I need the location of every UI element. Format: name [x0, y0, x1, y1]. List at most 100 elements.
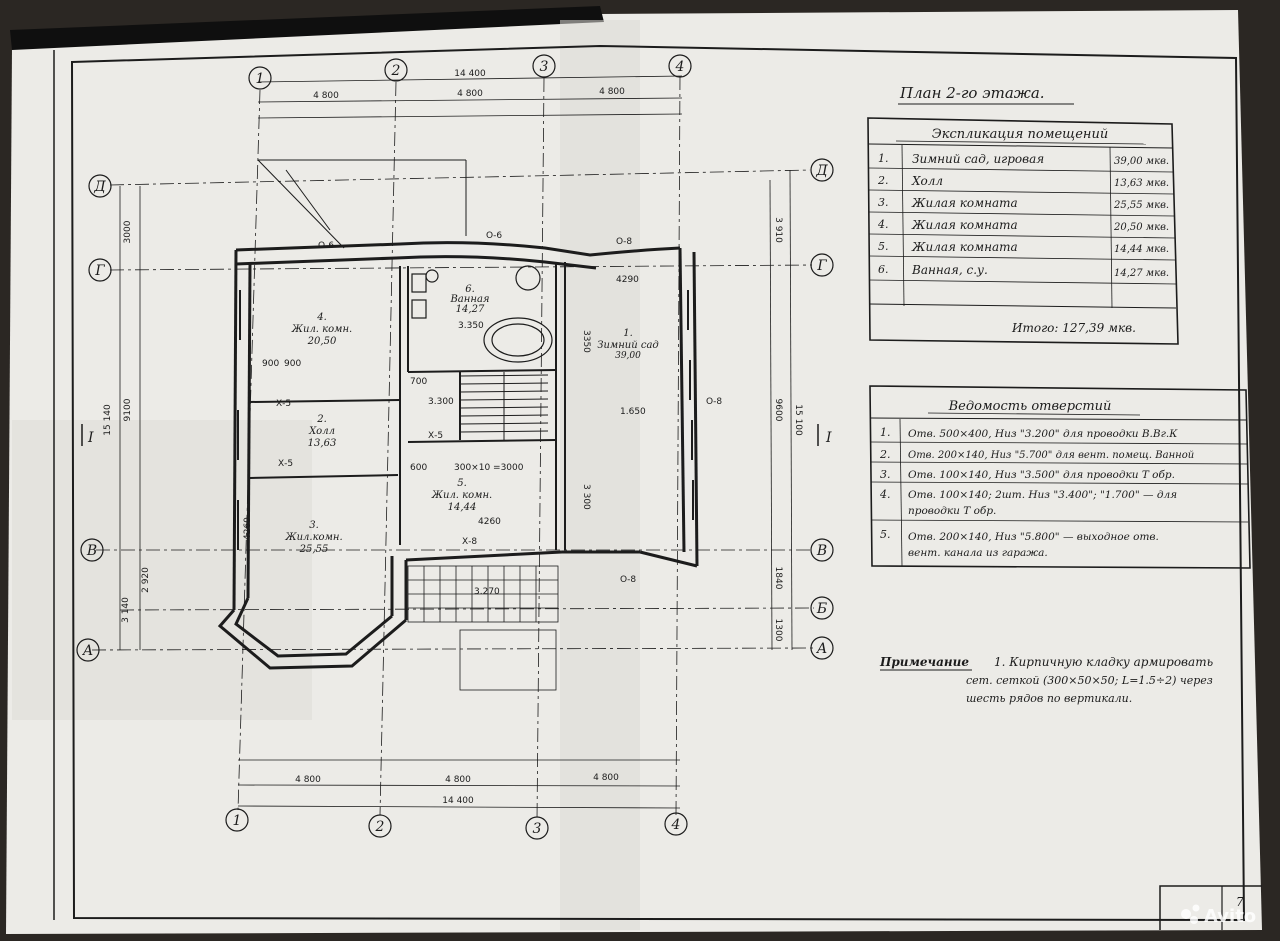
- axis-bubble-top-3: 3: [532, 54, 556, 78]
- dim-bottom-total: 14 400: [442, 796, 474, 806]
- room-3: 3. Жил.комн. 25,55: [284, 520, 342, 555]
- svg-text:Отв. 200×140, Низ "5.800" — вы: Отв. 200×140, Низ "5.800" — выходное отв…: [908, 531, 1159, 543]
- openings-row-2: 2. Отв. 200×140, Низ "5.700" для вент. п…: [879, 448, 1194, 461]
- svg-text:Д: Д: [93, 179, 106, 195]
- garden-windows: [237, 290, 694, 550]
- svg-text:13,63: 13,63: [308, 438, 337, 449]
- svg-text:3.: 3.: [309, 520, 319, 531]
- svg-text:Холл: Холл: [911, 174, 943, 188]
- svg-text:I: I: [87, 430, 94, 446]
- svg-text:1: 1: [233, 813, 242, 829]
- svg-text:Отв. 100×140; 2шт. Низ "3.400": Отв. 100×140; 2шт. Низ "3.400"; "1.700" …: [908, 489, 1177, 501]
- svg-text:Avito: Avito: [1204, 906, 1256, 927]
- lintel-mark-9: Х-8: [462, 537, 477, 547]
- explication-row-6: 6. Ванная, с.у. 14,27 мкв.: [878, 263, 1169, 279]
- dim-bottom-2: 4 800: [445, 775, 471, 785]
- svg-text:14,27: 14,27: [456, 304, 485, 315]
- outer-walls: [217, 241, 699, 670]
- openings-header: Ведомость отверстий: [948, 399, 1112, 414]
- dim-left-3: 2 920: [141, 567, 151, 593]
- dim-right-3: 1840: [773, 567, 783, 590]
- explication-row-2: 2. Холл 13,63 мкв.: [877, 174, 1169, 189]
- svg-text:1.: 1.: [878, 152, 889, 165]
- paper-fold-shadow: [560, 20, 640, 930]
- svg-text:14,44: 14,44: [448, 502, 477, 513]
- svg-text:Ванная, с.у.: Ванная, с.у.: [911, 263, 988, 277]
- room-1: 1. Зимний сад 39,00: [597, 328, 659, 361]
- sheet-number: 7: [1236, 895, 1244, 909]
- dim-room4-900b: 900: [284, 359, 301, 369]
- room-5: 5. Жил. комн. 14,44: [431, 478, 492, 513]
- svg-text:Холл: Холл: [308, 426, 335, 437]
- svg-text:Жилая комната: Жилая комната: [911, 218, 1018, 232]
- svg-text:1: 1: [256, 71, 265, 87]
- dim-room3-depth: 4260: [243, 517, 253, 540]
- svg-text:Д: Д: [815, 163, 828, 179]
- svg-text:6.: 6.: [878, 263, 889, 276]
- svg-text:3.: 3.: [880, 468, 891, 481]
- avito-watermark: Avito: [1181, 904, 1256, 927]
- svg-text:13,63 мкв.: 13,63 мкв.: [1114, 178, 1169, 189]
- balcony-grid: [407, 565, 559, 691]
- svg-text:14,27 мкв.: 14,27 мкв.: [1114, 268, 1169, 279]
- lintel-mark-6: Х-5: [276, 399, 291, 409]
- svg-text:Зимний сад, игровая: Зимний сад, игровая: [912, 152, 1044, 166]
- svg-text:20,50: 20,50: [307, 336, 337, 347]
- svg-text:4: 4: [671, 817, 681, 833]
- openings-row-1: 1. Отв. 500×400, Низ "3.200" для проводк…: [880, 426, 1178, 440]
- stair-dim: 300×10 =3000: [454, 463, 524, 473]
- svg-text:4.: 4.: [879, 488, 891, 501]
- lintel-mark-3: О-8: [616, 237, 632, 247]
- svg-text:2.: 2.: [877, 174, 889, 187]
- note-line-2: сет. сеткой (300×50×50; L=1.5÷2) через: [966, 674, 1213, 687]
- dim-right-2: 9600: [773, 399, 783, 422]
- axis-bubble-bottom-1: 1: [225, 808, 249, 832]
- svg-text:Отв. 100×140, Низ "3.500" для: Отв. 100×140, Низ "3.500" для проводки Т…: [908, 469, 1175, 481]
- svg-text:3: 3: [540, 59, 549, 75]
- axis-bubble-top-1: 1: [248, 66, 272, 90]
- dim-right-total: 15 100: [793, 404, 803, 436]
- axis-bubble-right-b: Б: [810, 596, 834, 620]
- axis-bubble-top-4: 4: [668, 54, 692, 78]
- stamp-corner: 7: [1159, 885, 1262, 930]
- svg-text:2: 2: [375, 819, 385, 835]
- svg-text:Отв. 200×140, Низ "5.700" для: Отв. 200×140, Низ "5.700" для вент. поме…: [908, 450, 1194, 461]
- svg-text:39,00 мкв.: 39,00 мкв.: [1114, 156, 1169, 167]
- svg-text:проводки Т обр.: проводки Т обр.: [908, 505, 996, 517]
- roof-lines: [257, 159, 467, 249]
- inner-walls: [249, 262, 566, 550]
- svg-text:Жилая комната: Жилая комната: [911, 196, 1018, 210]
- svg-text:4.: 4.: [877, 218, 889, 231]
- svg-text:Зимний сад: Зимний сад: [597, 340, 659, 351]
- section-mark-right: I: [817, 424, 832, 446]
- dim-right-4: 1300: [773, 619, 783, 642]
- dimension-lines: [119, 75, 793, 809]
- drawing-frame: [70, 44, 1246, 922]
- openings-table: Ведомость отверстий: [869, 385, 1251, 569]
- dim-bottom-1: 4 800: [295, 775, 321, 785]
- svg-text:5.: 5.: [878, 240, 889, 253]
- explication-row-1: 1. Зимний сад, игровая 39,00 мкв.: [878, 152, 1169, 167]
- svg-text:25,55: 25,55: [299, 544, 329, 555]
- svg-text:3.: 3.: [878, 196, 889, 209]
- svg-text:А: А: [816, 641, 828, 657]
- paper-shadow: [12, 420, 312, 720]
- dim-bottom-3: 4 800: [593, 773, 619, 783]
- explication-row-3: 3. Жилая комната 25,55 мкв.: [878, 196, 1169, 211]
- lintel-mark-2: О-6: [486, 231, 502, 241]
- svg-text:5.: 5.: [880, 528, 891, 541]
- dim-top-3: 4 800: [599, 87, 625, 97]
- dim-top-total: 14 400: [454, 69, 486, 79]
- svg-text:39,00: 39,00: [615, 351, 641, 361]
- section-mark-left: I: [81, 424, 94, 446]
- axis-bubble-bottom-4: 4: [664, 812, 688, 836]
- explication-header: Экспликация помещений: [932, 127, 1108, 142]
- axis-bubble-right-v: В: [810, 538, 834, 562]
- dim-top-1: 4 800: [313, 91, 339, 101]
- lintel-mark-5: О-8: [620, 575, 636, 585]
- axis-bubble-left-v: В: [80, 538, 104, 562]
- explication-table: Экспликация помещений: [867, 117, 1179, 345]
- level-mark-2: 3.300: [428, 397, 454, 407]
- bathroom-fixtures: [411, 265, 553, 363]
